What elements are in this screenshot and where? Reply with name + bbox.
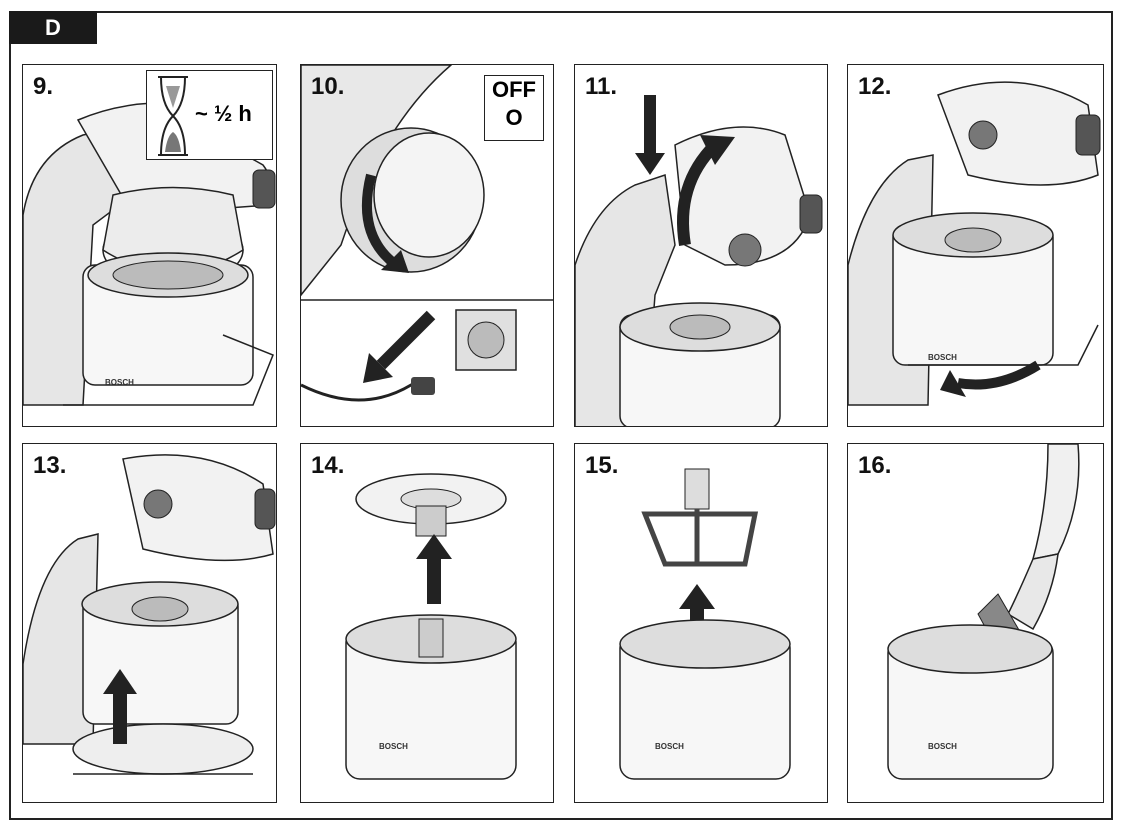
off-label: OFF (492, 77, 536, 102)
step-panel-15: 15. BOSCH (574, 443, 828, 803)
step-number: 14. (311, 452, 345, 479)
step-number: 12. (858, 73, 892, 100)
step-panel-14: 14. BOSCH (300, 443, 554, 803)
step-panel-12: 12. BOSCH (847, 64, 1104, 427)
step-panel-13: 13. (22, 443, 277, 803)
step-number: 15. (585, 452, 619, 479)
step-number: 16. (858, 452, 892, 479)
raise-mixer-arm-illustration (575, 95, 823, 426)
mixer-with-ice-cream-maker-illustration: BOSCH (23, 102, 276, 406)
step-panel-10: 10. OFF O (300, 64, 554, 427)
off-symbol: O (505, 105, 523, 130)
timer-label: ~ ½ h (195, 101, 252, 126)
step-panel-11: 11. (574, 64, 828, 427)
section-label: D (9, 11, 97, 44)
brand-label: BOSCH (928, 742, 957, 751)
step-number: 10. (311, 73, 345, 100)
instruction-sheet-frame (9, 11, 1113, 820)
remove-paddle-illustration: BOSCH (619, 468, 791, 780)
step-number: 11. (585, 73, 618, 100)
serve-ice-cream-illustration: BOSCH (887, 444, 1080, 780)
brand-label: BOSCH (928, 353, 957, 362)
step-number: 9. (33, 73, 54, 100)
brand-label: BOSCH (105, 378, 134, 387)
remove-bowl-illustration (23, 454, 276, 775)
brand-label: BOSCH (379, 742, 408, 751)
timer-badge: ~ ½ h (146, 70, 273, 160)
step-panel-16: 16. BOSCH (847, 443, 1104, 803)
hourglass-icon (158, 76, 188, 156)
speed-dial-and-unplug-illustration (301, 65, 553, 402)
step-number: 13. (33, 452, 67, 479)
rotate-bowl-illustration: BOSCH (848, 81, 1101, 406)
step-panel-9: 9. BOSCH ~ ½ h (22, 64, 277, 427)
off-switch-badge: OFF O (484, 75, 544, 141)
remove-lid-illustration: BOSCH (345, 473, 517, 780)
brand-label: BOSCH (655, 742, 684, 751)
